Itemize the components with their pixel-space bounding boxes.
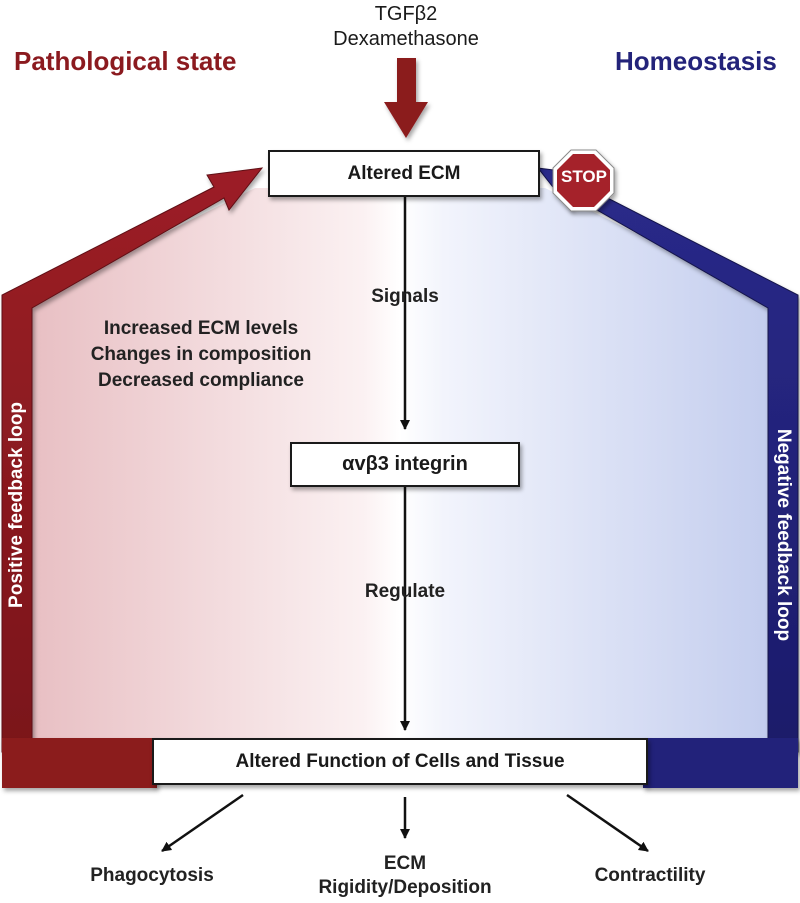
down-arrow-icon (384, 58, 428, 138)
negative-arrow-foot (643, 738, 798, 788)
negative-feedback-loop-label: Negative feedback loop (773, 428, 794, 642)
ecm-change-1: Increased ECM levels (103, 318, 299, 339)
input-tgfb2: TGFβ2 (374, 3, 438, 25)
positive-arrow-foot (2, 738, 157, 788)
input-dexamethasone: Dexamethasone (333, 28, 479, 50)
outcome-rigidity-deposition: Rigidity/Deposition (318, 877, 492, 898)
positive-feedback-arrow (1, 167, 264, 753)
contractility-arrow (566, 793, 649, 853)
outcome-contractility: Contractility (594, 865, 706, 886)
phagocytosis-arrow (161, 793, 244, 853)
positive-feedback-loop-label: Positive feedback loop (6, 402, 27, 608)
outcome-ecm: ECM (383, 853, 427, 874)
stop-sign-icon (552, 149, 615, 212)
box-integrin: αvβ3 integrin (290, 442, 520, 487)
box-altered-function: Altered Function of Cells and Tissue (152, 738, 648, 785)
heading-homeostasis: Homeostasis (615, 46, 777, 76)
label-regulate: Regulate (364, 581, 446, 602)
outcome-phagocytosis: Phagocytosis (90, 865, 214, 886)
box-altered-ecm: Altered ECM (268, 150, 540, 197)
ecm-change-3: Decreased compliance (98, 370, 304, 391)
ecm-change-2: Changes in composition (90, 344, 312, 365)
stop-sign-label: STOP (561, 167, 607, 186)
label-signals: Signals (371, 286, 439, 307)
heading-pathological-state: Pathological state (14, 46, 237, 76)
